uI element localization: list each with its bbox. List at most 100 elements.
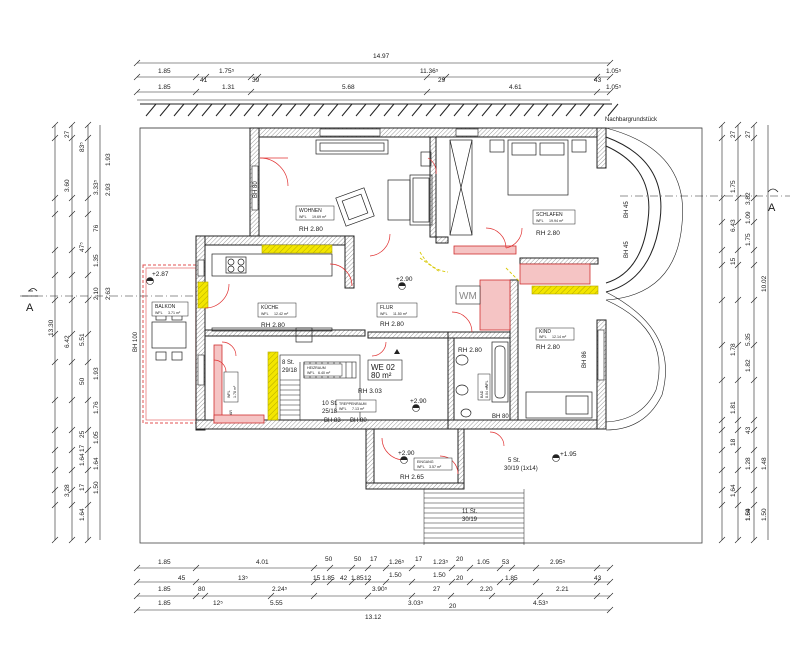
drawing-line <box>734 296 742 304</box>
drawing-line <box>606 564 614 572</box>
drawing-line <box>68 486 76 494</box>
drawing-line <box>750 261 758 269</box>
svg-text:1.05: 1.05 <box>477 559 490 566</box>
room-treppenraum: TREPPENRAUM WFL 7.13 m² RH 3.03 <box>335 388 382 413</box>
svg-text:1.82: 1.82 <box>745 359 752 372</box>
bathroom-fixtures <box>455 341 593 419</box>
drawing-line <box>68 296 76 304</box>
svg-text:1.78: 1.78 <box>730 343 737 356</box>
drawing-line <box>593 73 601 81</box>
svg-text:RH 2.80: RH 2.80 <box>536 344 560 351</box>
drawing-line <box>734 466 742 474</box>
drawing-line <box>133 606 141 614</box>
svg-text:27: 27 <box>745 130 752 138</box>
svg-text:6.43: 6.43 <box>730 219 737 232</box>
svg-text:+2.87: +2.87 <box>152 271 169 278</box>
drawing-line <box>718 121 726 129</box>
room-flur: FLUR WFL 11.50 m² RH 2.80 <box>376 302 418 328</box>
drawing-line <box>593 592 601 600</box>
svg-text:20: 20 <box>449 603 457 610</box>
drawing-line <box>537 103 549 117</box>
svg-text:12.42 m²: 12.42 m² <box>274 312 289 316</box>
drawing-line <box>84 446 92 454</box>
svg-text:17: 17 <box>415 556 423 563</box>
drawing-line <box>453 103 465 117</box>
svg-text:5 St.: 5 St. <box>508 458 521 464</box>
svg-text:10.02: 10.02 <box>761 275 768 292</box>
demolition-lines <box>419 251 521 283</box>
svg-text:1.09: 1.09 <box>745 211 752 224</box>
room-kueche: KÜCHE WFL 12.42 m² RH 2.80 <box>257 302 297 329</box>
drawing-line <box>397 103 409 117</box>
drawing-line <box>734 121 742 129</box>
drawing-line <box>532 578 540 586</box>
drawing-line <box>718 261 726 269</box>
drawing-line <box>718 446 726 454</box>
svg-text:19.69 m²: 19.69 m² <box>312 215 327 219</box>
svg-text:1.50: 1.50 <box>389 572 402 579</box>
drawing-line <box>229 103 241 117</box>
drawing-line <box>447 592 455 600</box>
svg-text:8 St.: 8 St. <box>282 360 295 366</box>
drawing-line <box>133 578 141 586</box>
svg-text:BH 83: BH 83 <box>324 418 341 424</box>
drawing-line <box>341 103 353 117</box>
drawing-line <box>606 59 614 67</box>
svg-text:10 St.: 10 St. <box>322 401 338 407</box>
svg-text:1.85: 1.85 <box>322 575 335 582</box>
drawing-line <box>68 536 76 544</box>
svg-text:1.50: 1.50 <box>761 508 768 521</box>
svg-text:1.81: 1.81 <box>730 401 737 414</box>
drawing-line <box>51 426 59 434</box>
drawing-line <box>734 261 742 269</box>
svg-text:1.85: 1.85 <box>158 559 171 566</box>
drawing-line <box>606 606 614 614</box>
svg-text:30/19 (1x14): 30/19 (1x14) <box>504 466 538 472</box>
drawing-line <box>51 486 59 494</box>
drawing-line <box>68 501 76 509</box>
drawing-line <box>68 446 76 454</box>
drawing-line <box>750 446 758 454</box>
drawing-line <box>466 578 474 586</box>
svg-text:18: 18 <box>730 438 737 446</box>
drawing-line <box>734 341 742 349</box>
svg-text:1.59: 1.59 <box>745 508 752 521</box>
left-dimensions <box>51 121 101 544</box>
new-walls-yellow <box>197 244 599 421</box>
drawing-line <box>68 426 76 434</box>
drawing-line <box>750 246 758 254</box>
drawing-line <box>369 103 381 117</box>
svg-text:1.05⁵: 1.05⁵ <box>606 68 622 75</box>
drawing-line <box>84 330 92 338</box>
drawing-line <box>750 486 758 494</box>
svg-text:1.35: 1.35 <box>93 254 100 267</box>
section-a-right: A <box>768 202 776 214</box>
svg-text:1.78 m²: 1.78 m² <box>233 385 237 398</box>
drawing-line <box>718 376 726 384</box>
svg-text:41: 41 <box>200 77 208 84</box>
svg-text:2.63: 2.63 <box>105 287 112 300</box>
room-kind: KIND WFL 12.14 m² RH 2.80 <box>535 327 575 351</box>
drawing-line <box>192 592 200 600</box>
drawing-line <box>523 103 535 117</box>
drawing-line <box>326 578 334 586</box>
drawing-line <box>718 426 726 434</box>
svg-text:1.64: 1.64 <box>79 453 86 466</box>
svg-text:7.13 m²: 7.13 m² <box>352 407 365 411</box>
drawing-line <box>481 103 493 117</box>
drawing-line <box>68 396 76 404</box>
drawing-line <box>84 210 92 218</box>
drawing-line <box>84 486 92 494</box>
svg-text:12: 12 <box>364 575 372 582</box>
drawing-line <box>51 446 59 454</box>
drawing-line <box>133 564 141 572</box>
drawing-line <box>408 592 416 600</box>
drawing-line <box>508 564 516 572</box>
level-markers: +2.87 +2.90 +2.90 +2.90 +1.95 <box>146 271 577 464</box>
drawing-line <box>51 396 59 404</box>
svg-text:25/18: 25/18 <box>322 409 338 415</box>
svg-text:5.35: 5.35 <box>745 333 752 346</box>
svg-text:3.03⁵: 3.03⁵ <box>408 600 424 607</box>
svg-text:WFL: WFL <box>261 312 269 316</box>
level-marker: +2.87 <box>146 271 169 285</box>
